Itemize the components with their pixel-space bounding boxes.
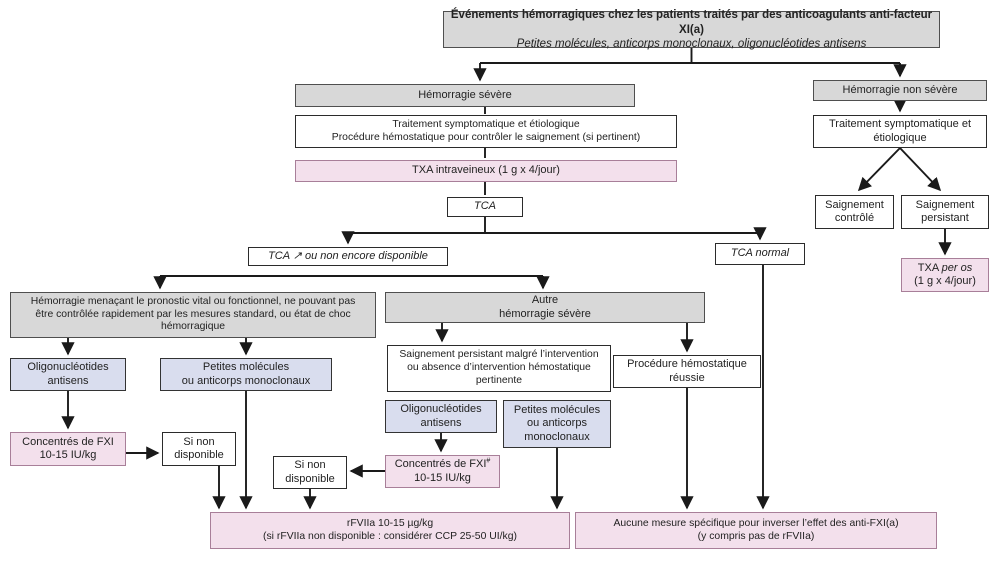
node-oligonucleotides-2: Oligonucléotides antisens (385, 400, 497, 433)
node-tca: TCA (447, 197, 523, 217)
txa-per-os-italic: per os (941, 261, 973, 274)
node-si-non-disponible-2: Si non disponible (273, 456, 347, 489)
node-txa-per-os: TXA per os (1 g x 4/jour) (901, 258, 989, 292)
node-saignement-persistant: Saignement persistant (901, 195, 989, 229)
node-procedure-reussie: Procédure hémostatique réussie (613, 355, 761, 388)
node-petites-molecules-1: Petites molécules ou anticorps monoclona… (160, 358, 332, 391)
concentres-fxi-2-line1: Concentrés de FXI# (394, 457, 491, 471)
node-hemorragie-severe: Hémorragie sévère (295, 84, 635, 107)
node-tca-normal: TCA normal (715, 243, 805, 265)
node-hemorragie-non-severe: Hémorragie non sévère (813, 80, 987, 101)
concentres-fxi-2-line2: 10-15 IU/kg (414, 471, 471, 484)
title-line2: Petites molécules, anticorps monoclonaux… (516, 37, 867, 50)
concentres-fxi-2-sup: # (486, 457, 491, 465)
txa-per-os-prefix: TXA (917, 261, 942, 274)
node-hemorragie-menacante: Hémorragie menaçant le pronostic vital o… (10, 292, 376, 338)
node-txa-intraveineux: TXA intraveineux (1 g x 4/jour) (295, 160, 677, 182)
node-petites-molecules-2: Petites molécules ou anticorps monoclona… (503, 400, 611, 448)
node-concentres-fxi-2: Concentrés de FXI# 10-15 IU/kg (385, 455, 500, 488)
node-title: Événements hémorragiques chez les patien… (443, 9, 940, 50)
node-saignement-persistant-severe: Saignement persistant malgré l’intervent… (387, 345, 611, 392)
node-saignement-controle: Saignement contrôlé (815, 195, 894, 229)
txa-per-os-line2: (1 g x 4/jour) (914, 275, 976, 287)
node-traitement-non-severe: Traitement symptomatique et étiologique (813, 115, 987, 148)
title-line1: Événements hémorragiques chez les patien… (450, 9, 933, 36)
node-aucune-mesure: Aucune mesure spécifique pour inverser l… (575, 512, 937, 549)
txa-per-os-line1: TXA per os (918, 262, 972, 275)
node-traitement-severe: Traitement symptomatique et étiologique … (295, 115, 677, 148)
node-autre-hemorragie-severe: Autre hémorragie sévère (385, 292, 705, 323)
node-rfviia: rFVIIa 10-15 µg/kg (si rFVIIa non dispon… (210, 512, 570, 549)
concentres-fxi-2-text: Concentrés de FXI (394, 458, 487, 471)
node-oligonucleotides-1: Oligonucléotides antisens (10, 358, 126, 391)
node-concentres-fxi-1: Concentrés de FXI 10-15 IU/kg (10, 432, 126, 466)
node-tca-eleve: TCA ↗ ou non encore disponible (248, 247, 448, 266)
node-si-non-disponible-1: Si non disponible (162, 432, 236, 466)
